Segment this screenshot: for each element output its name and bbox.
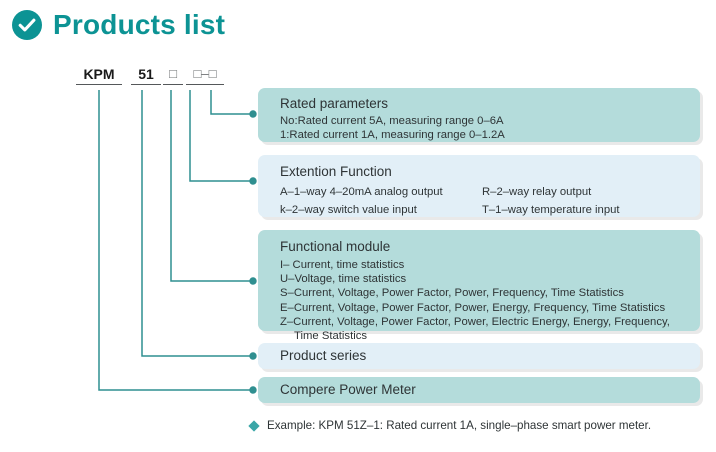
callout-title: Compere Power Meter bbox=[280, 382, 416, 397]
callout-line: T–1–way temperature input bbox=[482, 204, 620, 216]
callout-line: S–Current, Voltage, Power Factor, Power,… bbox=[280, 287, 624, 300]
callout-compere-power-meter: Compere Power Meter bbox=[258, 377, 700, 403]
callout-functional-module: Functional module I– Current, time stati… bbox=[258, 230, 700, 342]
footer-note: Example: KPM 51Z–1: Rated current 1A, si… bbox=[248, 419, 652, 433]
callout-title: Rated parameters bbox=[280, 96, 389, 111]
code-segment-extension-rated: □–□ bbox=[186, 66, 224, 85]
callout-title: Functional module bbox=[280, 239, 391, 254]
callout-line: k–2–way switch value input bbox=[280, 204, 417, 216]
callout-column-right: R–2–way relay output T–1–way temperature… bbox=[482, 183, 700, 219]
callout-body: A–1–way 4–20mA analog output k–2–way swi… bbox=[280, 183, 700, 219]
model-code-row: KPM 51 □ □–□ bbox=[0, 66, 716, 90]
callout-column-left: A–1–way 4–20mA analog output k–2–way swi… bbox=[280, 183, 482, 219]
diamond-icon bbox=[248, 420, 260, 432]
callout-line: No:Rated current 5A, measuring range 0–6… bbox=[280, 115, 504, 127]
page-header: Products list bbox=[12, 10, 225, 40]
callout-title: Product series bbox=[280, 348, 367, 363]
callout-body: No:Rated current 5A, measuring range 0–6… bbox=[280, 114, 700, 142]
page-title: Products list bbox=[53, 9, 226, 40]
code-segment-module: □ bbox=[163, 66, 183, 85]
footer-note-text: Example: KPM 51Z–1: Rated current 1A, si… bbox=[267, 419, 652, 432]
callout-line: 1:Rated current 1A, measuring range 0–1.… bbox=[280, 129, 505, 142]
callout-line: U–Voltage, time statistics bbox=[280, 273, 407, 286]
callout-line: I– Current, time statistics bbox=[280, 259, 405, 271]
check-circle-icon bbox=[12, 10, 42, 40]
code-segment-kpm: KPM bbox=[76, 66, 122, 85]
code-segment-series: 51 bbox=[131, 66, 161, 85]
callout-line: E–Current, Voltage, Power Factor, Power,… bbox=[280, 301, 666, 314]
callout-extention-function: Extention Function A–1–way 4–20mA analog… bbox=[258, 155, 700, 217]
callout-line: R–2–way relay output bbox=[482, 186, 592, 198]
callout-line: Time Statistics bbox=[294, 330, 368, 343]
callout-line: Z–Current, Voltage, Power Factor, Power,… bbox=[280, 315, 670, 328]
callout-line: A–1–way 4–20mA analog output bbox=[280, 186, 443, 198]
callout-title: Extention Function bbox=[280, 164, 392, 179]
callout-body: I– Current, time statistics U–Voltage, t… bbox=[280, 258, 700, 343]
callout-product-series: Product series bbox=[258, 343, 700, 369]
callout-rated-parameters: Rated parameters No:Rated current 5A, me… bbox=[258, 88, 700, 142]
